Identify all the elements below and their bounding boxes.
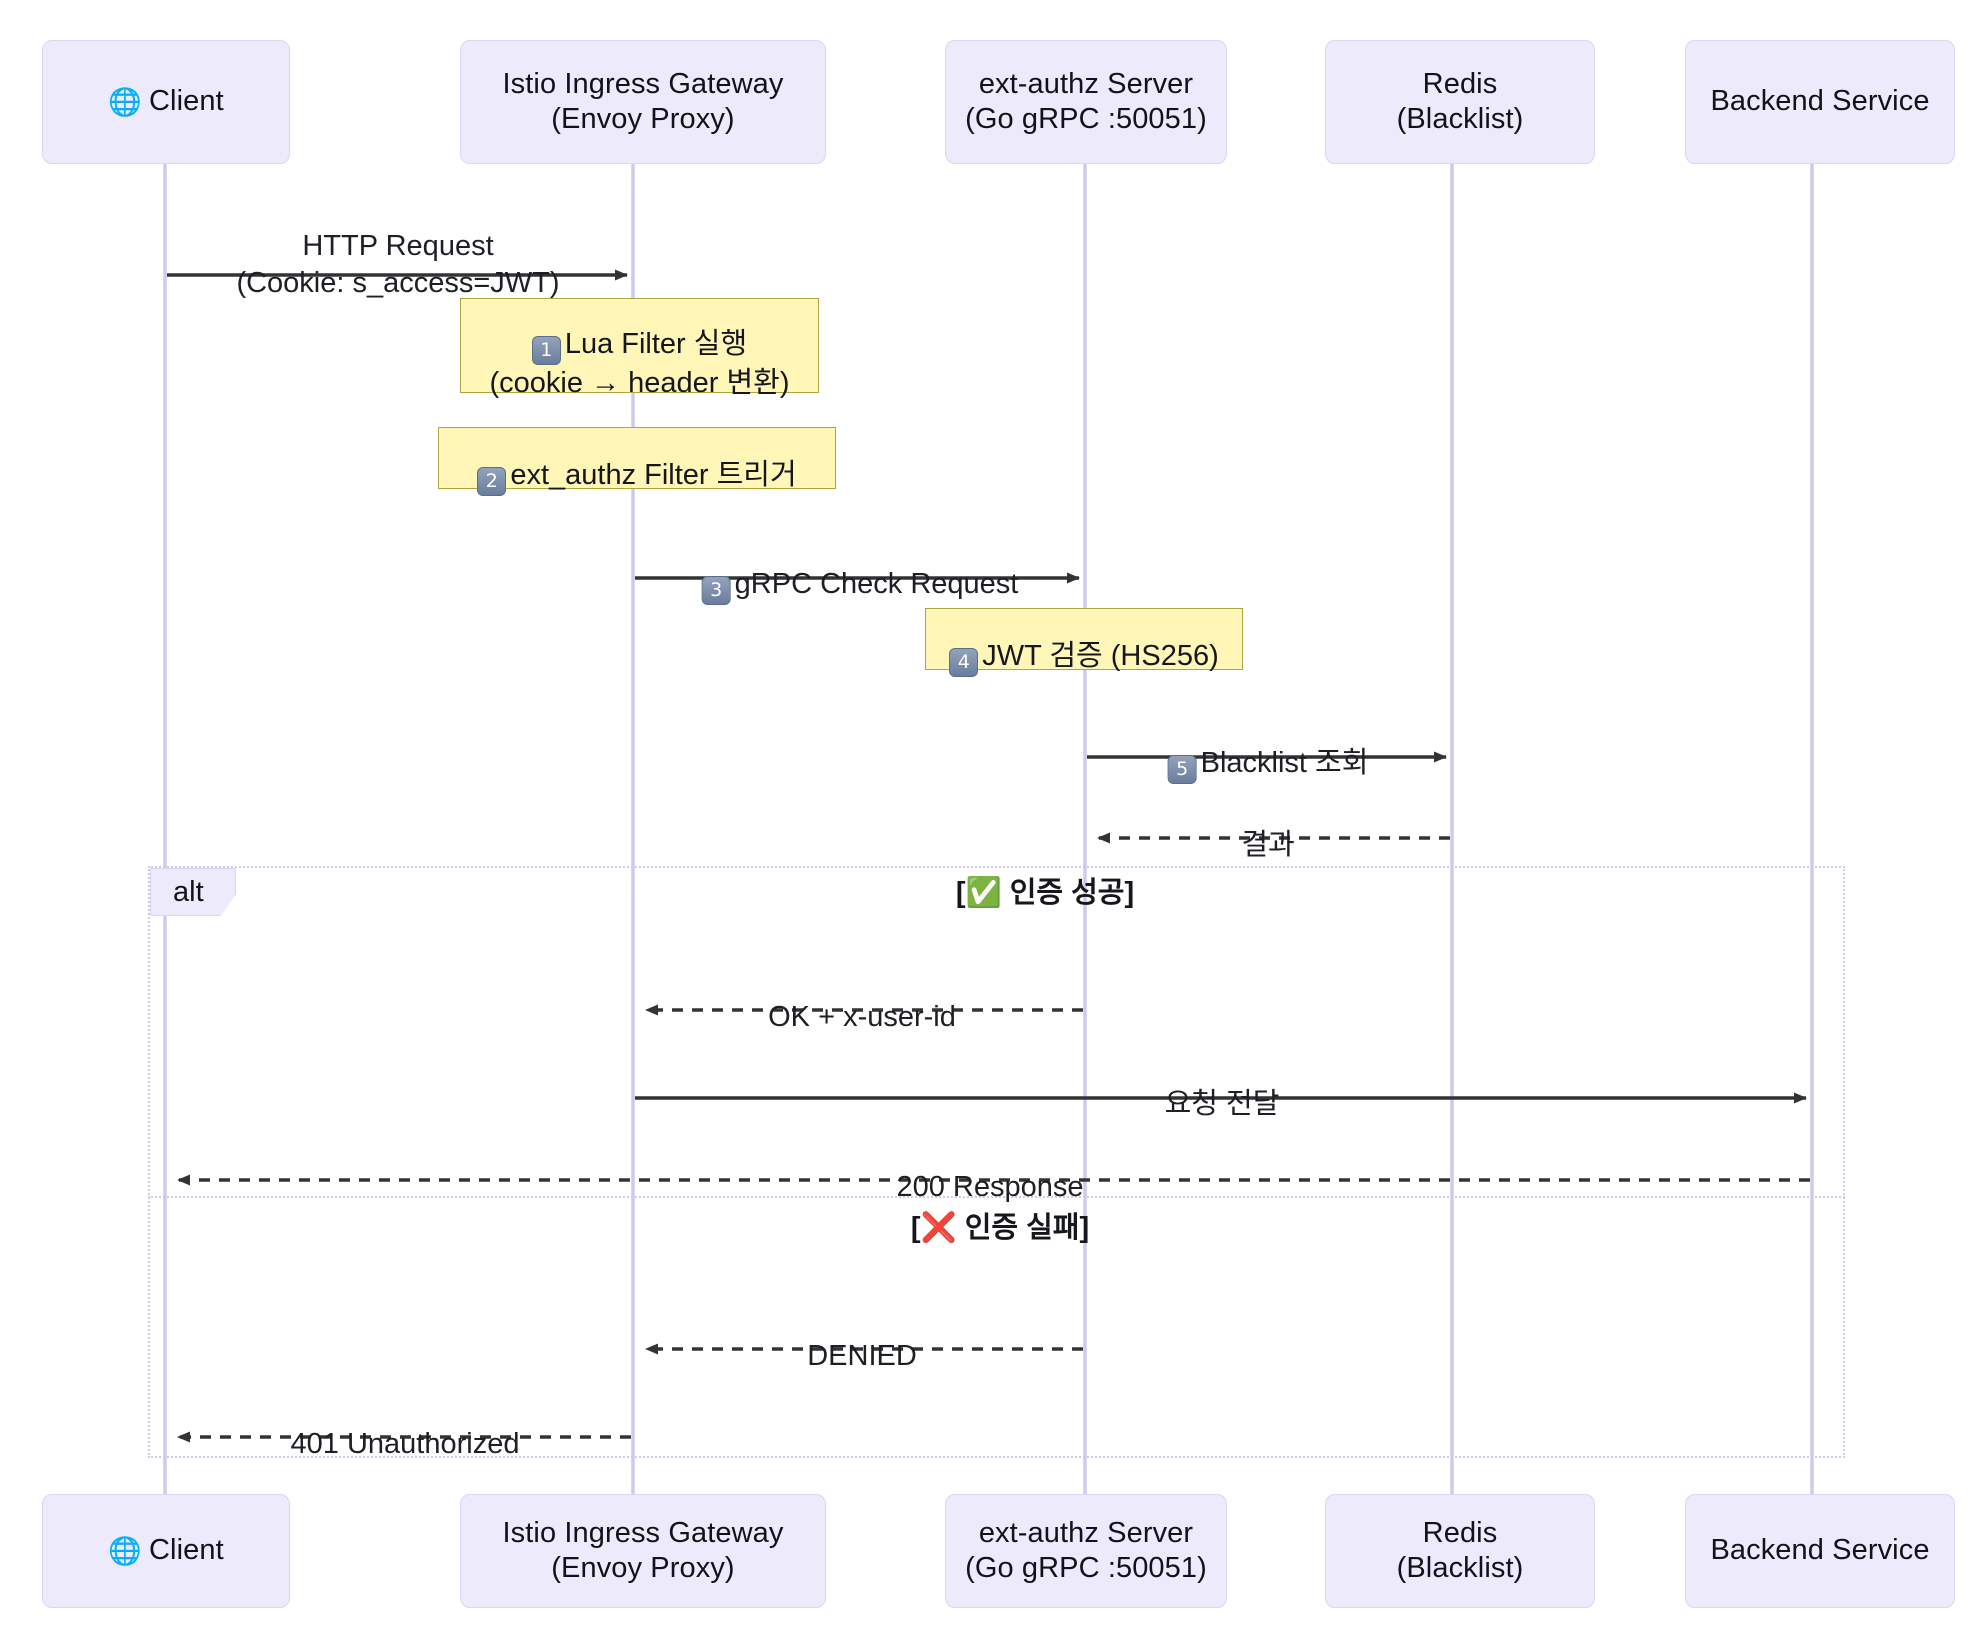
participant-client-top-label: Client: [148, 85, 224, 118]
message-label-ok-x-user-id-text: OK + x-user-id: [768, 1001, 956, 1034]
note-jwt-verification-text: JWT 검증 (HS256): [982, 640, 1219, 673]
message-label-401-unauthorized-text: 401 Unauthorized: [290, 1428, 520, 1461]
participant-extauthz-bottom-label: ext-authz Server (Go gRPC :50051): [965, 1516, 1207, 1584]
participant-gateway-top-label: Istio Ingress Gateway (Envoy Proxy): [502, 67, 784, 135]
alt-fragment-divider: [148, 1196, 1845, 1198]
note-ext-authz-filter-text: ext_authz Filter 트리거: [510, 459, 797, 492]
keycap-5-icon: 5: [1167, 755, 1197, 785]
participant-gateway-top[interactable]: Istio Ingress Gateway (Envoy Proxy): [460, 40, 826, 164]
message-label-200-response-text: 200 Response: [896, 1171, 1084, 1204]
message-label-ok-x-user-id: OK + x-user-id: [768, 963, 956, 1036]
message-label-blacklist-result: 결과: [1241, 791, 1294, 864]
participant-redis-bottom-label: Redis (Blacklist): [1396, 1516, 1524, 1584]
participant-extauthz-top-label: ext-authz Server (Go gRPC :50051): [965, 67, 1207, 135]
message-label-forward-request-text: 요청 전달: [1164, 1088, 1280, 1121]
participant-client-top[interactable]: 🌐Client: [42, 40, 290, 164]
message-label-blacklist-result-text: 결과: [1241, 829, 1295, 862]
alt-branch-1-condition-text: 인증 성공: [1009, 877, 1125, 909]
participant-gateway-bottom[interactable]: Istio Ingress Gateway (Envoy Proxy): [460, 1494, 826, 1608]
participant-extauthz-top[interactable]: ext-authz Server (Go gRPC :50051): [945, 40, 1227, 164]
cross-mark-icon: [❌: [910, 1212, 957, 1244]
message-label-blacklist-lookup-text: Blacklist 조회: [1200, 747, 1369, 780]
alt-fragment: [148, 866, 1845, 1458]
keycap-3-icon: 3: [701, 576, 731, 606]
white-check-mark-icon: [✅: [955, 877, 1002, 909]
participant-backend-bottom[interactable]: Backend Service: [1685, 1494, 1955, 1608]
participant-backend-top[interactable]: Backend Service: [1685, 40, 1955, 164]
globe-icon-bottom: 🌐: [108, 1535, 142, 1566]
keycap-4-icon: 4: [949, 648, 979, 678]
message-label-denied: DENIED: [807, 1302, 917, 1375]
participant-redis-top[interactable]: Redis (Blacklist): [1325, 40, 1595, 164]
alt-branch-1-condition: [✅ 인증 성공]: [955, 877, 1135, 909]
participant-gateway-bottom-label: Istio Ingress Gateway (Envoy Proxy): [502, 1516, 784, 1584]
keycap-2-icon: 2: [477, 467, 507, 497]
message-label-grpc-check-request-text: gRPC Check Request: [734, 568, 1019, 601]
message-label-denied-text: DENIED: [807, 1340, 917, 1373]
participant-client-bottom-label: Client: [148, 1534, 224, 1567]
participant-backend-top-label: Backend Service: [1710, 85, 1930, 118]
message-label-http-request: HTTP Request (Cookie: s_access=JWT): [236, 192, 559, 301]
alt-fragment-label: alt: [150, 868, 236, 916]
participant-backend-bottom-label: Backend Service: [1710, 1534, 1930, 1567]
participant-extauthz-bottom[interactable]: ext-authz Server (Go gRPC :50051): [945, 1494, 1227, 1608]
note-lua-filter-text: Lua Filter 실행 (cookie → header 변환): [489, 328, 790, 399]
keycap-1-icon: 1: [531, 336, 561, 365]
participant-redis-bottom[interactable]: Redis (Blacklist): [1325, 1494, 1595, 1608]
message-label-200-response: 200 Response: [896, 1133, 1083, 1206]
message-label-forward-request: 요청 전달: [1165, 1050, 1280, 1123]
globe-icon: 🌐: [108, 86, 142, 117]
alt-branch-2-condition-text: 인증 실패: [964, 1212, 1080, 1244]
message-label-http-request-text: HTTP Request (Cookie: s_access=JWT): [236, 230, 560, 299]
participant-redis-top-label: Redis (Blacklist): [1396, 67, 1524, 135]
message-label-401-unauthorized: 401 Unauthorized: [291, 1390, 520, 1463]
participant-client-bottom[interactable]: 🌐Client: [42, 1494, 290, 1608]
alt-branch-2-condition: [❌ 인증 실패]: [910, 1212, 1090, 1244]
alt-fragment-label-text: alt: [173, 875, 204, 908]
